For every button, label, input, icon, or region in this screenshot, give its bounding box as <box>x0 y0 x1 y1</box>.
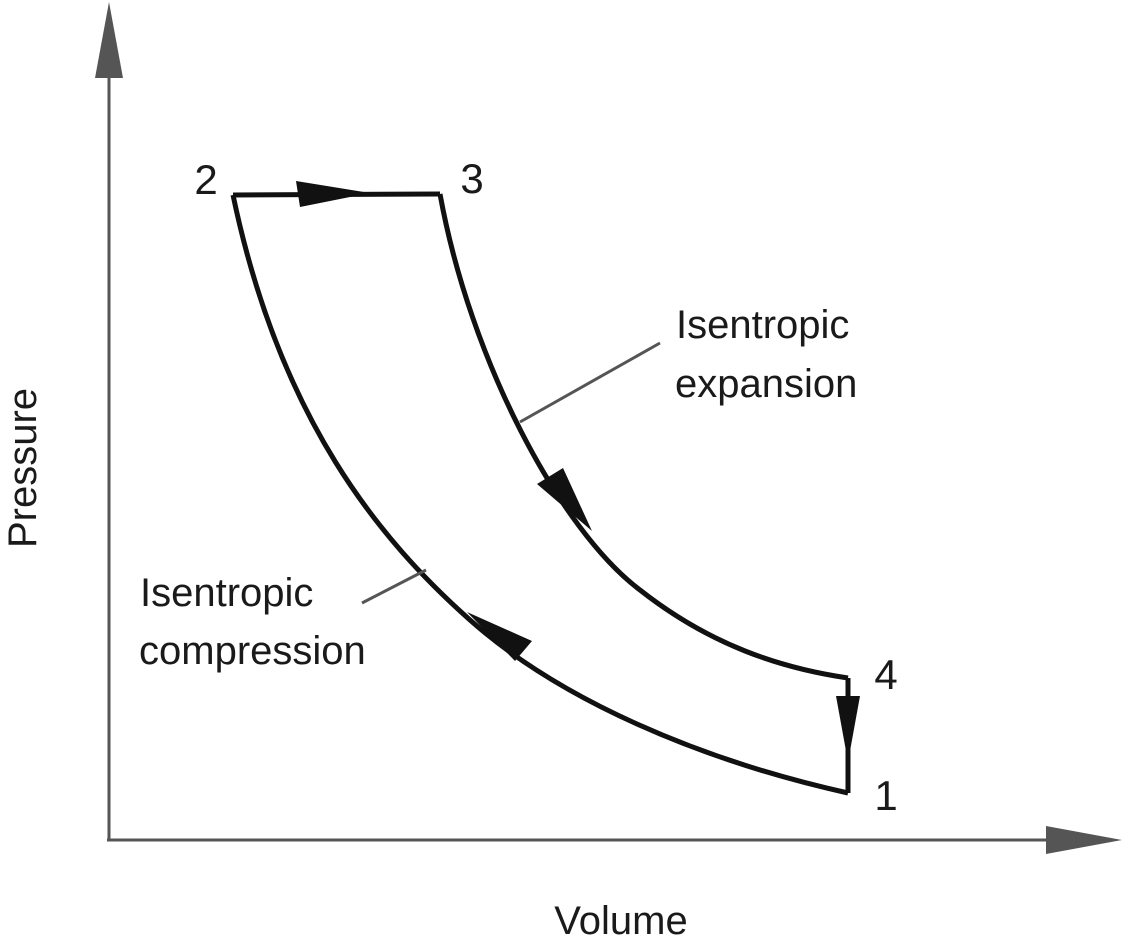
compression-annotation-line1: Isentropic <box>140 571 313 615</box>
arrow-3-to-4 <box>537 468 592 531</box>
arrow-4-to-1 <box>836 696 860 762</box>
expansion-annotation-line1: Isentropic <box>676 303 849 347</box>
isentropic-compression-curve <box>230 194 849 796</box>
arrow-1-to-2 <box>467 612 532 661</box>
y-axis-arrowhead <box>95 2 123 78</box>
axes <box>95 2 1122 854</box>
cycle <box>230 181 860 796</box>
point-label-3: 3 <box>460 155 483 202</box>
expansion-leader-line <box>519 341 661 424</box>
isentropic-expansion-curve <box>437 193 849 681</box>
x-axis-arrowhead <box>1046 826 1122 854</box>
compression-annotation-line2: compression <box>139 629 366 673</box>
point-label-2: 2 <box>194 156 217 203</box>
arrow-2-to-3 <box>296 181 370 207</box>
compression-leader-line <box>361 568 427 605</box>
x-axis-title: Volume <box>554 899 687 941</box>
point-label-1: 1 <box>874 772 897 819</box>
point-label-4: 4 <box>874 651 897 698</box>
expansion-annotation-line2: expansion <box>675 362 857 406</box>
y-axis-title: Pressure <box>1 388 45 548</box>
